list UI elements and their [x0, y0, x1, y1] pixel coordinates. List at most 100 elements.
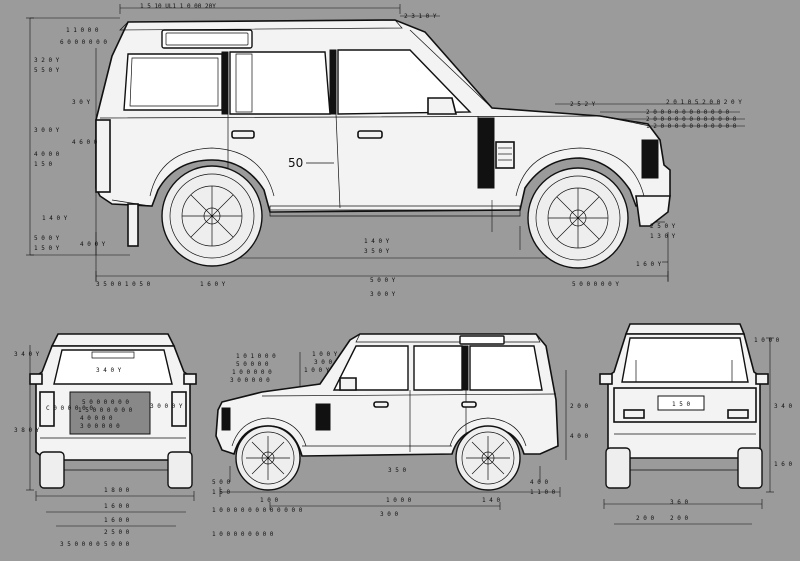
mid-dim-label: 1 0 0 — [260, 497, 278, 504]
rear-door-window — [229, 51, 331, 115]
rear-left-mirror — [29, 373, 43, 385]
rear-dim-label: 5 0 0 0 0 0 0 — [82, 399, 129, 406]
mid-dim-label: 1 0 0 0 0 0 0 0 0 — [212, 531, 274, 538]
front-dim-label: 2 0 0 — [670, 515, 688, 522]
mid-dim-label: 1 0 0 Y — [312, 351, 338, 358]
side-dim-label: 5 0 0 Y — [370, 277, 396, 284]
side-mirror — [427, 97, 458, 115]
side-dim-label: 2 0 0 0 0 0 0 0 0 0 0 0 — [646, 109, 729, 116]
side-dim-label: 1 3 0 Y — [650, 233, 676, 240]
tail-light — [95, 119, 111, 193]
mid-headlight — [221, 407, 231, 431]
side-dim-label: 2 5 2 Y — [570, 101, 596, 108]
mid-dim-label: 3 0 0 — [314, 359, 332, 366]
rear-dim-label: 3 0 0 0 Y — [150, 403, 183, 410]
front-dim-label: 2 0 0 — [636, 515, 654, 522]
rear-dim-label: 1 6 0 0 — [104, 517, 130, 524]
rear-dim-label: 3 5 0 0 0 0 — [60, 541, 100, 548]
mid-dim-label: 4 0 0 — [570, 433, 588, 440]
rear-right-tyre — [167, 451, 193, 489]
side-rear-wheel — [161, 165, 263, 267]
side-dim-label: 1 2 0 0 0 0 0 0 0 0 0 0 0 — [646, 123, 737, 130]
rear-right-light — [171, 391, 187, 427]
mid-dim-label: 1 4 0 — [482, 497, 500, 504]
mid-dim-label: 1 5 0 — [212, 489, 230, 496]
mid-dim-label: 1 0 0 0 — [386, 497, 412, 504]
side-top-dim — [119, 4, 440, 17]
front-dim-label: 1 5 0 — [672, 401, 690, 408]
mid-rear-wheel — [455, 425, 521, 491]
mid-dim-label: 3 5 0 — [388, 467, 406, 474]
front-dim-label: 1 6 0 — [774, 461, 792, 468]
front-dim-label: 3 6 0 — [670, 499, 688, 506]
fog-light-left — [623, 409, 645, 419]
rear-left-tyre — [39, 451, 65, 489]
rear-dim-label: 3 4 0 Y — [14, 351, 40, 358]
front-plate — [657, 395, 705, 411]
rear-right-mirror — [183, 373, 197, 385]
front-bumper — [635, 195, 671, 227]
mid-dim-label: 5 0 0 0 0 — [236, 361, 269, 368]
side-dim-label: 1 6 0 Y — [200, 281, 226, 288]
side-front-wheel — [527, 167, 629, 269]
rear-dim-label: C 0 0 0 0 0 0 — [46, 405, 93, 412]
rear-dim-label: 3 0 0 0 0 0 — [80, 423, 120, 430]
mid-side-view: 1 0 1 0 0 0 5 0 0 0 0 1 0 0 0 0 0 3 0 0 … — [212, 333, 588, 538]
fog-light-right — [727, 409, 749, 419]
side-vent — [495, 141, 515, 169]
c-pillar — [221, 51, 229, 115]
side-view: 50 1 — [26, 3, 745, 298]
side-dim-label: 5 5 0 Y — [34, 67, 60, 74]
front-door-handle — [357, 130, 383, 139]
mid-dim-label: 4 0 0 — [530, 479, 548, 486]
side-dim-label: 3 0 0 Y — [34, 127, 60, 134]
tow-bar — [127, 203, 139, 247]
rear-dim-label: 5 0 0 0 — [104, 541, 130, 548]
side-dim-label: 2 3 1 0 Y — [404, 13, 437, 20]
roof-rail — [119, 19, 403, 31]
side-dim-label: 3 0 Y — [72, 99, 90, 106]
front-roof — [624, 323, 746, 335]
mid-rear-door-window — [413, 345, 463, 391]
side-dim-label: 2 0 1 0 5 2 0 0 2 0 Y — [666, 99, 742, 106]
side-dim-label: 4 0 0 Y — [80, 241, 106, 248]
rear-dim-label: 3 8 0 Y — [14, 427, 40, 434]
side-dim-label: 1 1 0 0 0 — [66, 27, 99, 34]
side-dim-label: 1 5 0 — [34, 161, 52, 168]
side-dim-label: 3 0 0 Y — [370, 291, 396, 298]
side-dim-label: 4 6 0 0 — [72, 139, 98, 146]
side-right-leaders — [555, 103, 745, 223]
mid-vent — [315, 403, 331, 431]
front-left-mirror — [599, 373, 613, 385]
side-dim-label: 2 0 0 0 0 0 0 0 0 0 0 0 0 — [646, 116, 737, 123]
mid-dim-label: 1 1 0 0 — [530, 489, 556, 496]
mid-dim-label: 1 0 0 Y — [304, 367, 330, 374]
mid-dim-label: 1 0 1 0 0 0 — [236, 353, 276, 360]
side-dim-label: 3 2 0 Y — [34, 57, 60, 64]
mid-front-handle — [373, 401, 389, 408]
front-right-tyre — [737, 447, 763, 489]
front-dim-label: 1 0 0 0 — [754, 337, 780, 344]
rear-dim-label: 3 4 0 Y — [96, 367, 122, 374]
rear-quarter-window — [123, 53, 223, 111]
mid-front-wheel — [235, 425, 301, 491]
rear-dim-label: 4 0 0 0 0 — [80, 415, 113, 422]
front-dim-label: 3 4 0 — [774, 403, 792, 410]
rear-view: 3 4 0 Y 3 8 0 Y C 0 0 0 0 0 0 3 4 0 Y 3 … — [14, 333, 197, 548]
side-dim-label: 4 0 0 0 — [34, 151, 60, 158]
sunroof — [161, 29, 253, 49]
side-dim-label: 2 5 0 Y — [650, 223, 676, 230]
rear-dim-label: 1 8 0 0 — [104, 487, 130, 494]
mid-sunroof — [459, 335, 505, 345]
rear-dim-label: 1 5 0 0 0 0 0 0 — [78, 407, 133, 414]
side-dim-label: 6 0 0 0 0 0 0 — [60, 39, 107, 46]
rear-door-handle — [231, 130, 255, 139]
front-right-mirror — [755, 373, 769, 385]
windshield — [621, 337, 749, 383]
rear-left-light — [39, 391, 55, 427]
mid-quarter-window — [469, 345, 543, 391]
mid-rear-handle — [461, 401, 477, 408]
rear-dim-label: 1 6 0 0 — [104, 503, 130, 510]
